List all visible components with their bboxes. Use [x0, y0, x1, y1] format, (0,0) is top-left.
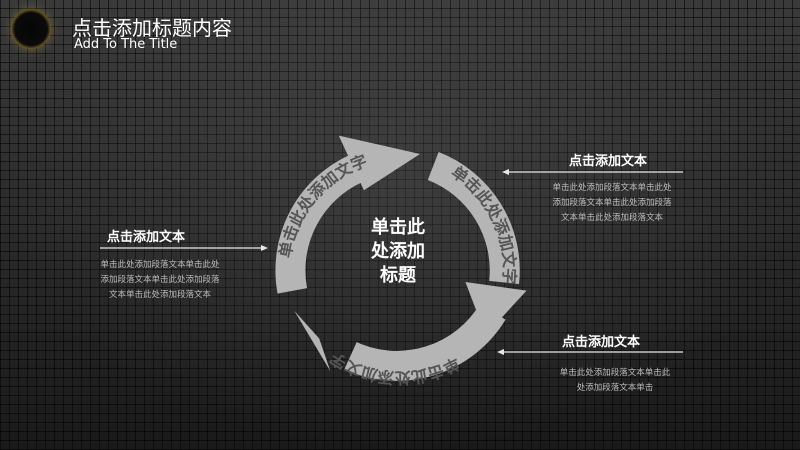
text-block-left-body: 单击此处添加段落文本单击此处 添加段落文本单击此处添加段落 文本单击此处添加段落… — [80, 258, 240, 303]
connector-arrowhead-top-right — [502, 169, 509, 175]
text-line: 单击此处添加段落文本单击此处 — [552, 183, 672, 193]
text-line: 单击此处添加段落文本单击此处 — [100, 260, 220, 270]
text-block-left-heading: 点击添加文本 — [107, 230, 186, 245]
text-block-top-right-body: 单击此处添加段落文本单击此处 添加段落文本单击此处添加段落 文本单击此处添加段落… — [532, 181, 692, 226]
text-line: 处添加段落文本单击 — [576, 383, 654, 393]
center-title-line: 标题 — [380, 265, 416, 286]
connector-arrowhead-left — [261, 245, 268, 251]
center-title-line: 处添加 — [371, 241, 425, 262]
text-line: 单击此处添加段落文本单击此 — [559, 368, 671, 378]
text-line: 文本单击此处添加段落文本 — [108, 290, 211, 300]
cycle-arc-1 — [275, 154, 364, 294]
logo-ring-icon — [11, 9, 51, 49]
text-line: 添加段落文本单击此处添加段落 — [552, 198, 672, 208]
cycle-arc-2 — [427, 152, 520, 285]
page-title: 点击添加标题内容 — [72, 16, 232, 40]
connector-arrowhead-bottom-right — [497, 349, 504, 355]
text-line: 文本单击此处添加段落文本 — [560, 213, 663, 223]
center-title-line: 单击此 — [371, 217, 425, 238]
cycle-arrowhead-3 — [294, 310, 331, 372]
page-subtitle: Add To The Title — [74, 37, 178, 52]
cycle-arrowhead-2 — [465, 282, 527, 336]
text-block-bottom-right-heading: 点击添加文本 — [562, 335, 641, 350]
text-block-bottom-right-body: 单击此处添加段落文本单击此 处添加段落文本单击 — [540, 366, 690, 396]
text-block-top-right-heading: 点击添加文本 — [569, 154, 648, 169]
text-line: 添加段落文本单击此处添加段落 — [100, 275, 220, 285]
cycle-arrowhead-1 — [338, 135, 420, 191]
cycle-arc-3 — [344, 303, 506, 381]
center-title: 单击此 处添加 标题 — [340, 216, 456, 288]
